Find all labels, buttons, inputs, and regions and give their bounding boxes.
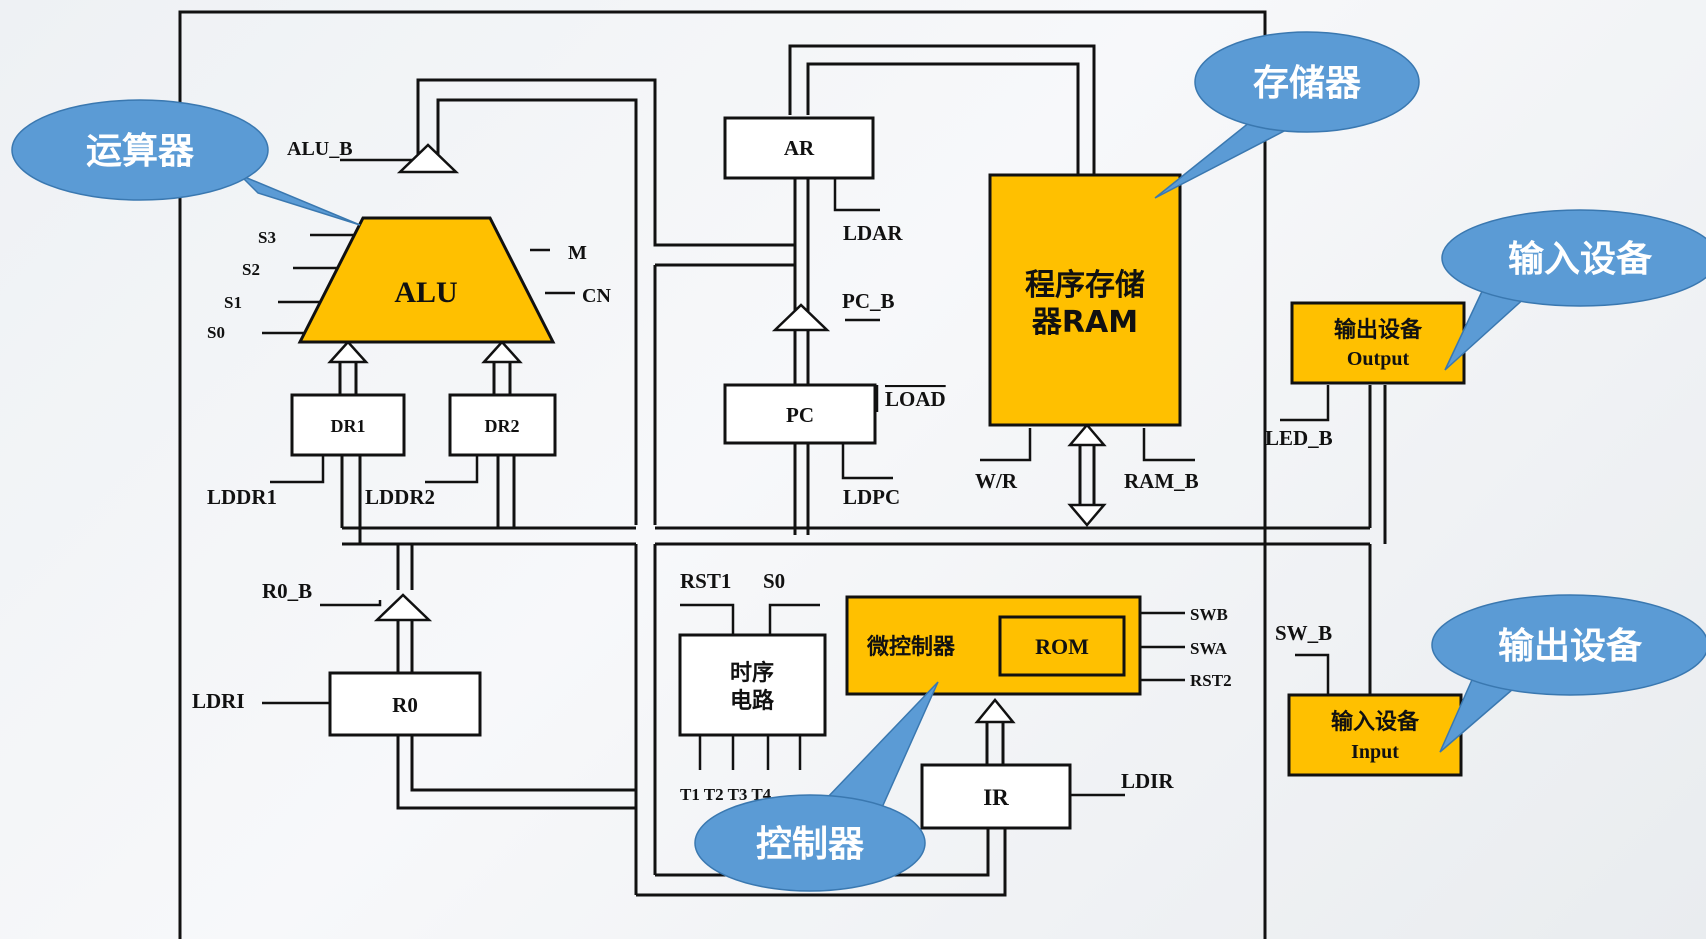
output-device-gate-label: LED_B — [1265, 426, 1333, 450]
callout-memory: 存储器 — [1154, 31, 1420, 199]
control-lines — [262, 158, 1330, 797]
output-device-block — [1290, 301, 1466, 385]
dr2-block — [448, 393, 557, 457]
callout-input: 输入设备 — [1441, 209, 1706, 371]
ram-wr-label: W/R — [975, 469, 1018, 493]
input-device-label-cn: 输入设备 — [1331, 709, 1420, 735]
dr1-label: DR1 — [331, 416, 366, 436]
signal-swb: SWB — [1190, 605, 1228, 624]
micro-controller-label: 微控制器 — [866, 634, 956, 660]
alu-block — [297, 216, 556, 344]
signal-swa: SWA — [1190, 639, 1228, 658]
ir-load-label: LDIR — [1121, 769, 1174, 793]
alu-select-s3: S3 — [258, 228, 276, 247]
pc-ldpc-label: LDPC — [843, 485, 900, 509]
ram-label-line1: 程序存储 — [1025, 268, 1145, 303]
input-device-label-en: Input — [1351, 741, 1399, 763]
dr2-label: DR2 — [485, 416, 520, 436]
r0-block — [328, 671, 482, 737]
output-device-label-cn: 输出设备 — [1334, 317, 1423, 343]
callout-output-text: 输出设备 — [1498, 626, 1643, 667]
callout-memory-text: 存储器 — [1253, 63, 1362, 104]
input-device-block — [1287, 693, 1463, 777]
ir-label: IR — [983, 785, 1009, 810]
timing-block — [678, 633, 827, 737]
ram-label-line2: 器RAM — [1031, 305, 1138, 340]
rom-block — [998, 615, 1126, 677]
alu-select-s0: S0 — [207, 323, 225, 342]
callout-input-text: 输入设备 — [1508, 239, 1653, 280]
rom-label: ROM — [1035, 634, 1089, 659]
alu-select-s2: S2 — [242, 260, 260, 279]
alu-m-label: M — [568, 242, 587, 264]
timing-input-s0: S0 — [763, 569, 785, 593]
dr1-load-label: LDDR1 — [207, 485, 277, 509]
r0-label: R0 — [392, 693, 418, 717]
r0-load-label: LDRI — [192, 689, 245, 713]
timing-outputs-label: T1 T2 T3 T4 — [680, 785, 772, 804]
callout-alu-text: 运算器 — [86, 131, 195, 172]
input-device-gate-label: SW_B — [1275, 621, 1332, 645]
ir-block — [920, 763, 1072, 830]
callout-output: 输出设备 — [1431, 594, 1706, 753]
ram-bus-gate-label: RAM_B — [1124, 469, 1199, 493]
bus-gates — [327, 143, 1107, 724]
output-device-label-en: Output — [1347, 348, 1410, 370]
callout-alu: 运算器 — [11, 99, 361, 226]
dr1-block — [290, 393, 406, 457]
ar-load-label: LDAR — [843, 221, 903, 245]
pc-block — [723, 383, 877, 445]
pc-load-label: LOAD — [885, 387, 946, 411]
pc-bus-gate-label: PC_B — [842, 289, 895, 313]
r0-bus-gate-label: R0_B — [262, 579, 312, 603]
timing-label-line2: 电路 — [730, 688, 775, 714]
alu-bus-gate-label: ALU_B — [287, 138, 353, 160]
data-bus-wiring — [338, 44, 1387, 897]
alu-label: ALU — [394, 276, 457, 309]
alu-cn-label: CN — [582, 285, 611, 307]
main-frame — [178, 10, 1267, 939]
dr2-load-label: LDDR2 — [365, 485, 435, 509]
pc-label: PC — [786, 403, 814, 427]
ar-label: AR — [784, 136, 815, 160]
timing-input-rst1: RST1 — [680, 569, 731, 593]
callout-controller-text: 控制器 — [756, 824, 865, 865]
alu-select-s1: S1 — [224, 293, 242, 312]
timing-label-line1: 时序 — [730, 660, 774, 686]
ram-block — [988, 173, 1182, 427]
callout-controller: 控制器 — [694, 681, 939, 892]
signal-rst2: RST2 — [1190, 671, 1232, 690]
ar-block — [723, 116, 875, 180]
